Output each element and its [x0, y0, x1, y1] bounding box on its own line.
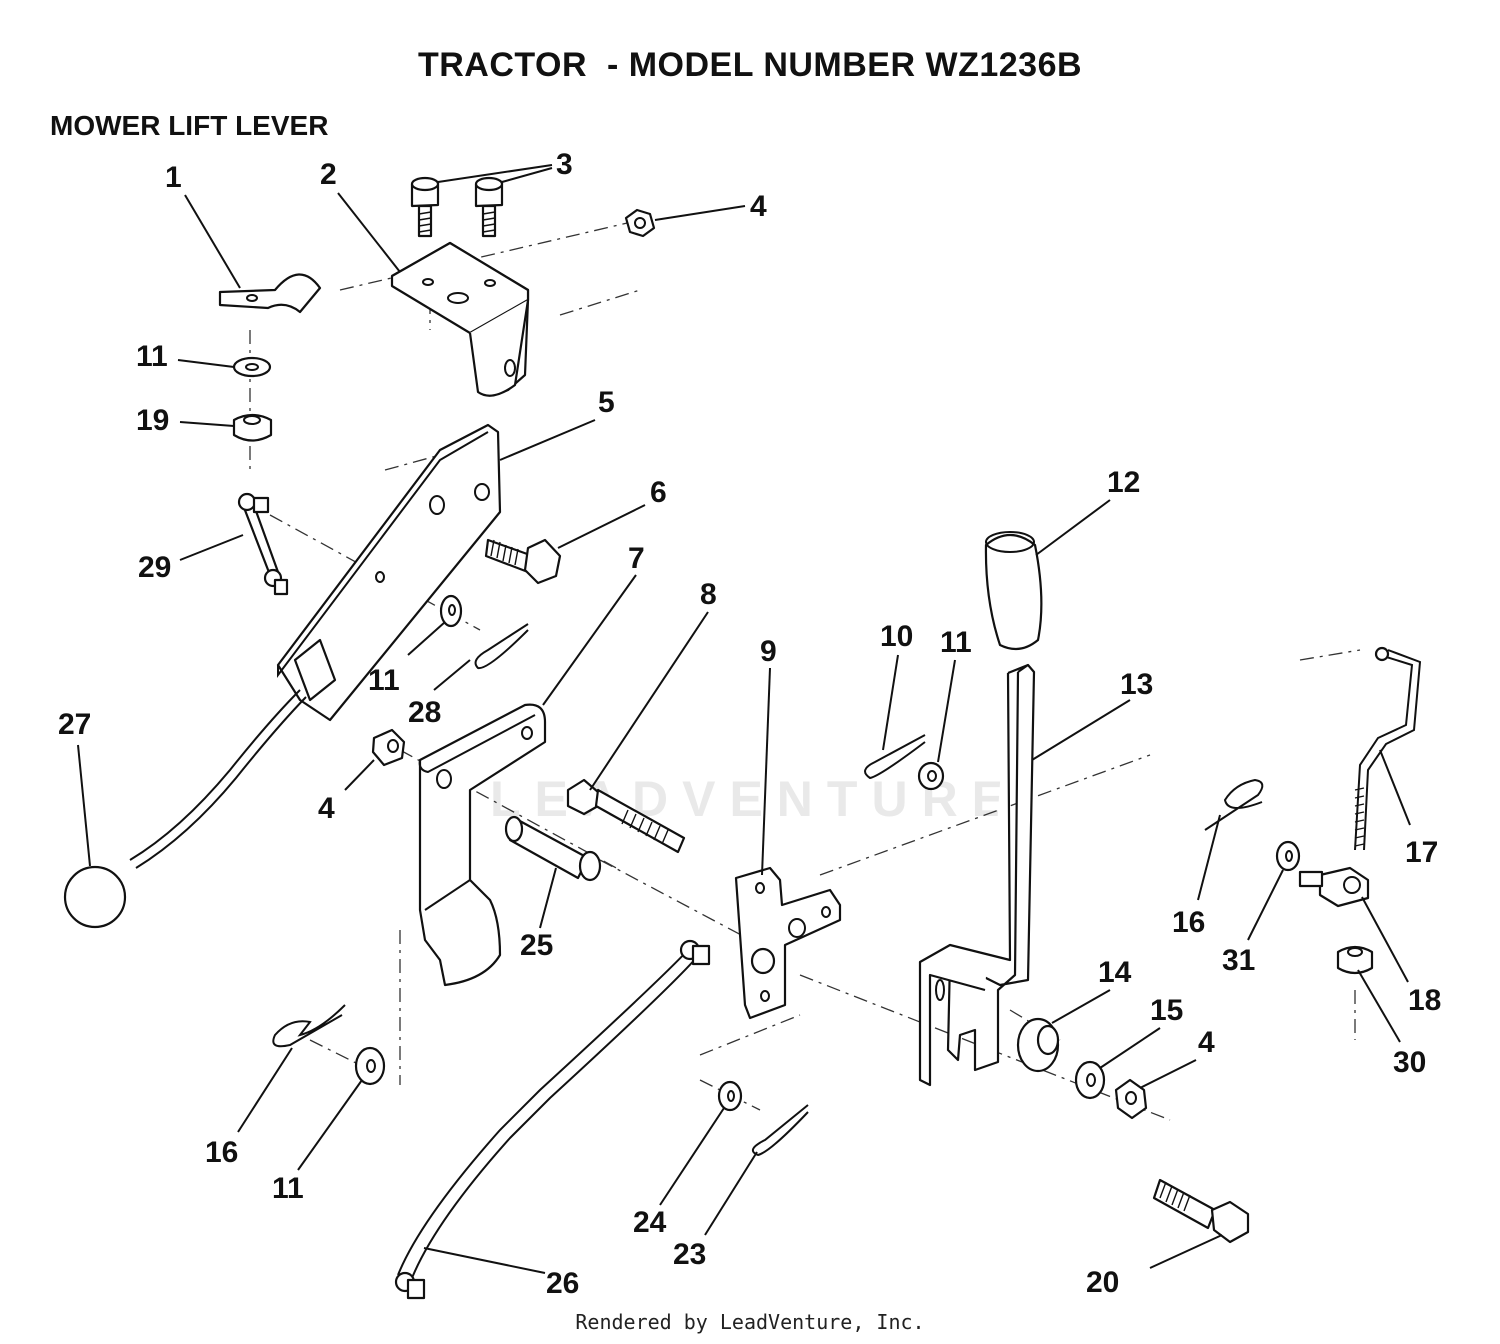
- part-16-hairpin-right: [1204, 778, 1264, 831]
- callout-3: 3: [556, 148, 573, 181]
- part-9-pivot-plate: [734, 866, 842, 1020]
- callout-28: 28: [408, 696, 441, 729]
- callout-4-left: 4: [318, 792, 335, 825]
- callout-4-right: 4: [1198, 1026, 1215, 1059]
- callout-23: 23: [673, 1238, 706, 1271]
- callout-19: 19: [136, 404, 169, 437]
- part-11-washer-mid: [439, 594, 463, 628]
- part-31-washer: [1275, 840, 1301, 872]
- callout-7: 7: [628, 542, 645, 575]
- callout-29: 29: [138, 551, 171, 584]
- part-19-nut: [232, 413, 273, 442]
- part-12-grip: [984, 531, 1043, 651]
- leader-lines: [77, 164, 1411, 1274]
- callout-31: 31: [1222, 944, 1255, 977]
- callout-11-upper: 11: [136, 340, 168, 373]
- callout-24: 24: [633, 1206, 667, 1239]
- part-11-washer-upper: [232, 356, 272, 378]
- part-30-nut: [1336, 945, 1374, 975]
- callout-4-top: 4: [750, 190, 767, 223]
- callout-30: 30: [1393, 1046, 1426, 1079]
- part-23-cotter-pin: [751, 1104, 809, 1157]
- part-8-long-bolt: [566, 778, 686, 854]
- callout-26: 26: [546, 1267, 579, 1300]
- part-10-cotter-pin: [864, 734, 926, 780]
- part-4-nut-top: [624, 208, 656, 238]
- part-6-bolt: [484, 538, 562, 585]
- callout-8: 8: [700, 578, 717, 611]
- part-11-washer-lower: [354, 1046, 386, 1086]
- callout-16-left: 16: [205, 1136, 238, 1169]
- part-4-nut-left: [371, 728, 406, 767]
- part-3-bolts: [410, 176, 504, 238]
- part-25-spacer: [504, 815, 602, 882]
- callout-25: 25: [520, 929, 553, 962]
- callout-20: 20: [1086, 1266, 1119, 1299]
- callout-labels: 1 2 3 4 4 4 5 6 7 8 9 10 11 11 11 11 12 …: [58, 148, 1441, 1300]
- callout-15: 15: [1150, 994, 1183, 1027]
- part-15-washer: [1074, 1060, 1106, 1100]
- part-7-lift-bracket: [418, 703, 547, 987]
- callout-1: 1: [165, 161, 182, 194]
- part-16-hairpin-left: [272, 1004, 346, 1048]
- callout-11-lower: 11: [272, 1172, 304, 1205]
- callout-11-right: 11: [940, 626, 972, 659]
- callout-14: 14: [1098, 956, 1132, 989]
- part-5-lever-plate: [276, 423, 502, 722]
- callout-2: 2: [320, 158, 337, 191]
- footer-credit: Rendered by LeadVenture, Inc.: [575, 1310, 925, 1334]
- callout-16-right: 16: [1172, 906, 1205, 939]
- part-18-swivel: [1298, 866, 1370, 908]
- part-29-link: [237, 492, 289, 596]
- callout-5: 5: [598, 386, 615, 419]
- callout-12: 12: [1107, 466, 1140, 499]
- part-1-clip: [218, 273, 322, 314]
- part-24-washer: [717, 1080, 743, 1112]
- callout-13: 13: [1120, 668, 1153, 701]
- callout-18: 18: [1408, 984, 1441, 1017]
- callout-27: 27: [58, 708, 91, 741]
- part-11-washer-right: [917, 761, 945, 791]
- callout-9: 9: [760, 635, 777, 668]
- callout-17: 17: [1405, 836, 1438, 869]
- callout-10: 10: [880, 620, 913, 653]
- part-28-cotter-pin: [474, 623, 529, 670]
- section-title: MOWER LIFT LEVER: [50, 110, 329, 141]
- callout-6: 6: [650, 476, 667, 509]
- callout-11-mid: 11: [368, 664, 400, 697]
- part-17-threaded-rod: [1354, 646, 1422, 851]
- page-title: TRACTOR - MODEL NUMBER WZ1236B: [417, 46, 1083, 84]
- part-4-nut-right: [1114, 1078, 1148, 1120]
- part-2-bracket: [390, 241, 530, 397]
- part-13-lever: [918, 663, 1036, 1087]
- part-26-rod: [394, 939, 711, 1300]
- assembly-axis-lines: [249, 219, 1361, 1121]
- part-14-bushing: [1016, 1017, 1060, 1073]
- part-20-bolt: [1152, 1178, 1250, 1244]
- part-27-cable-knob: [63, 689, 307, 929]
